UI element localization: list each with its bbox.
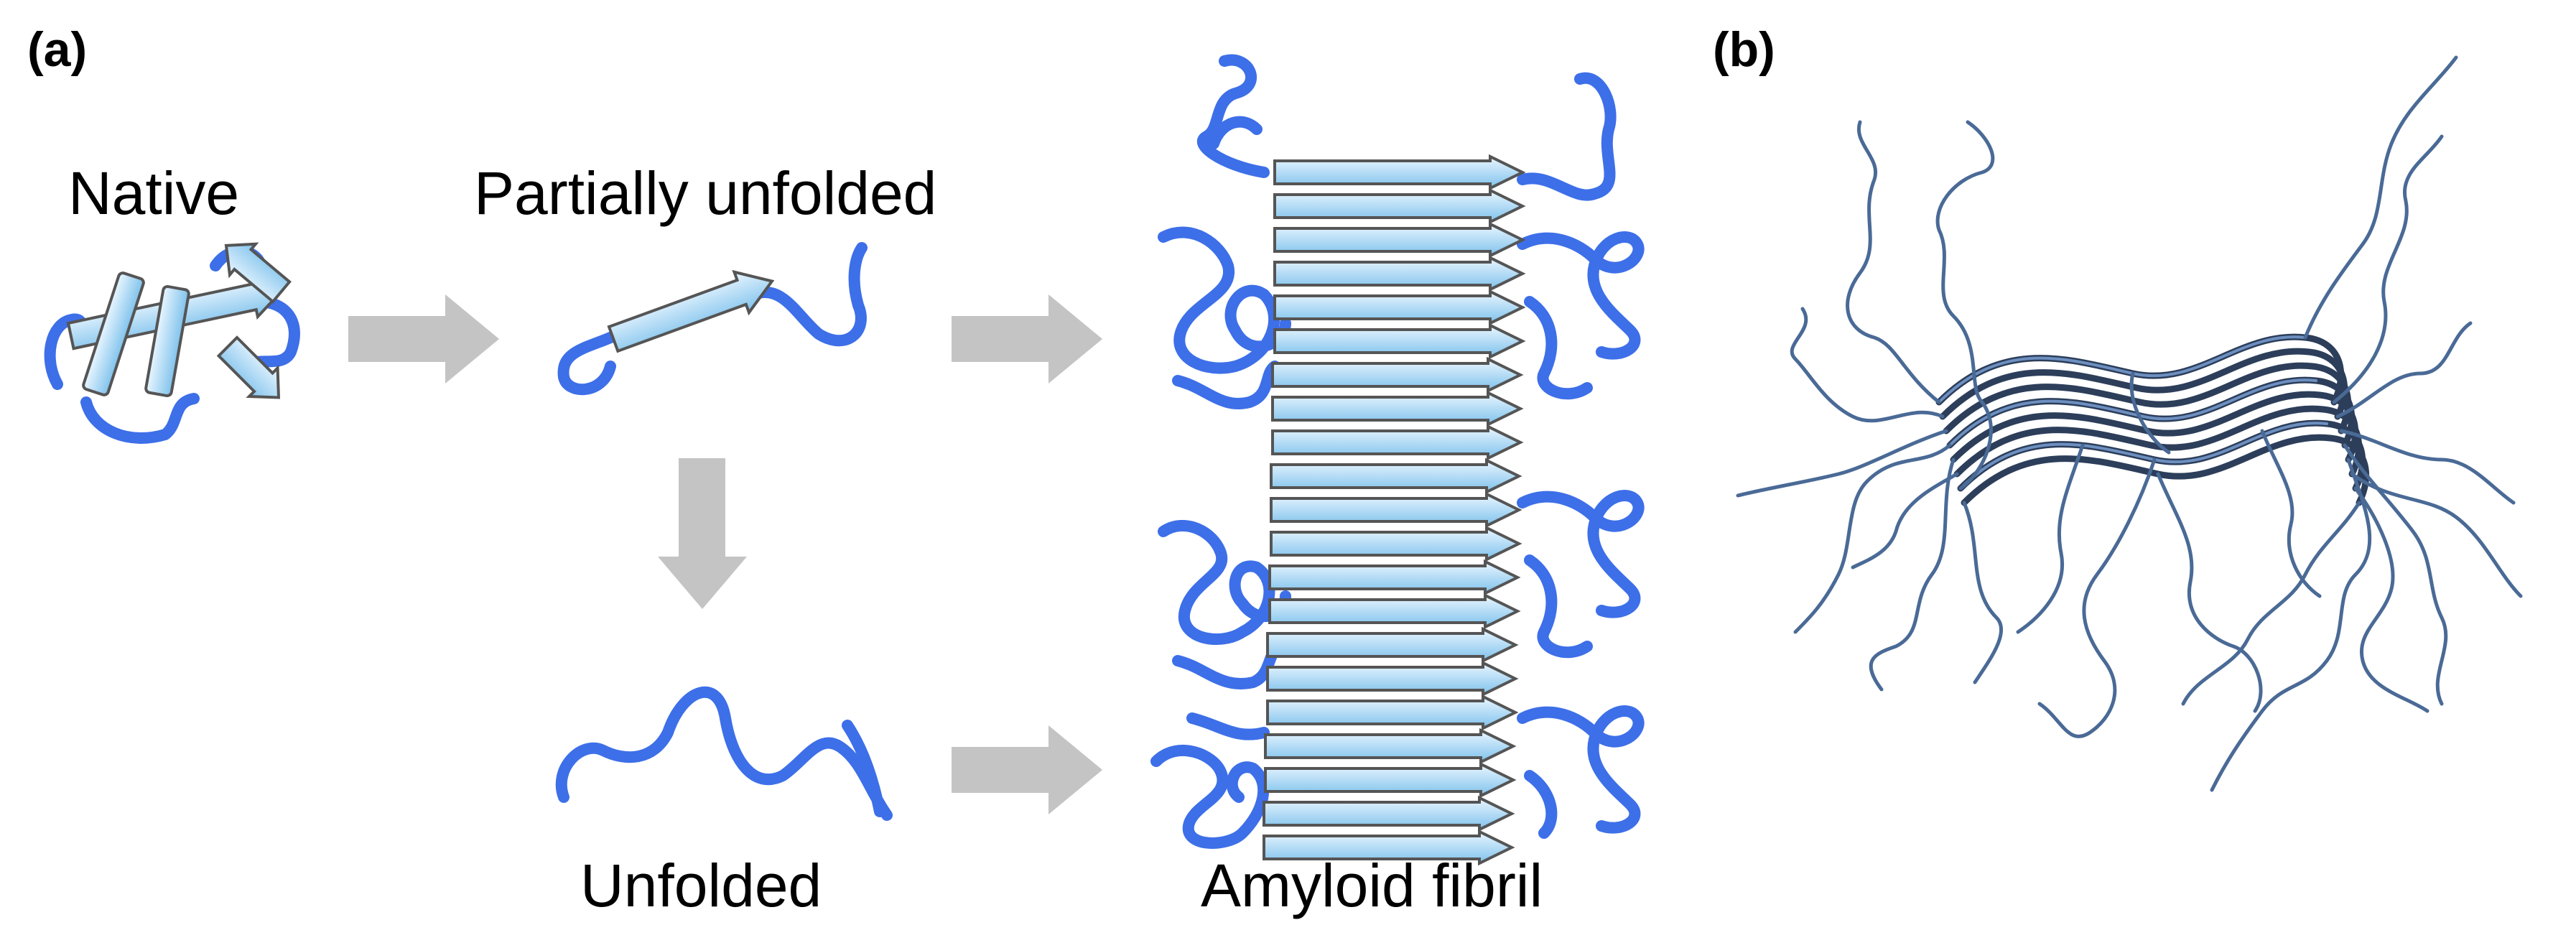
fibril-strand — [1266, 695, 1517, 730]
fibril-strand — [1270, 526, 1520, 561]
partially-unfolded-label: Partially unfolded — [474, 159, 936, 227]
amyloid-fibril — [1150, 54, 1645, 865]
fibril-strand — [1271, 391, 1522, 426]
fibril-strand — [1273, 189, 1524, 223]
panel-b-label: (b) — [1713, 22, 1775, 77]
fibril-strand — [1273, 290, 1524, 325]
fibril-strand — [1273, 324, 1524, 358]
native-label: Native — [68, 159, 239, 227]
fibril-strand — [1268, 594, 1519, 628]
fibril-strand — [1271, 425, 1522, 460]
process-arrow-right-3 — [952, 725, 1102, 814]
fibril-strand — [1263, 796, 1513, 831]
unfolded-protein — [555, 686, 893, 821]
fibril-strand — [1273, 155, 1524, 190]
partially-unfolded-protein — [557, 242, 868, 396]
native-protein — [44, 242, 300, 444]
amyloid-fibril-label: Amyloid fibril — [1201, 852, 1543, 919]
fibril-strand — [1273, 223, 1524, 257]
panel-a-label: (a) — [27, 22, 87, 77]
fibril-strand — [1271, 358, 1522, 392]
process-arrow-right-1 — [348, 294, 499, 384]
fibril-strand — [1273, 256, 1524, 291]
process-arrow-down — [658, 458, 747, 609]
fibril-strand — [1264, 763, 1515, 797]
fibril-strand — [1268, 560, 1519, 595]
fibril-strand — [1266, 661, 1517, 696]
process-arrow-right-2 — [952, 294, 1102, 384]
fibril-strand — [1270, 493, 1520, 527]
fibril-ribbon-model — [1736, 55, 2523, 792]
fibril-strand — [1270, 459, 1520, 493]
fibril-strand — [1264, 729, 1515, 763]
fibril-strand — [1266, 628, 1517, 662]
unfolded-label: Unfolded — [580, 852, 822, 919]
